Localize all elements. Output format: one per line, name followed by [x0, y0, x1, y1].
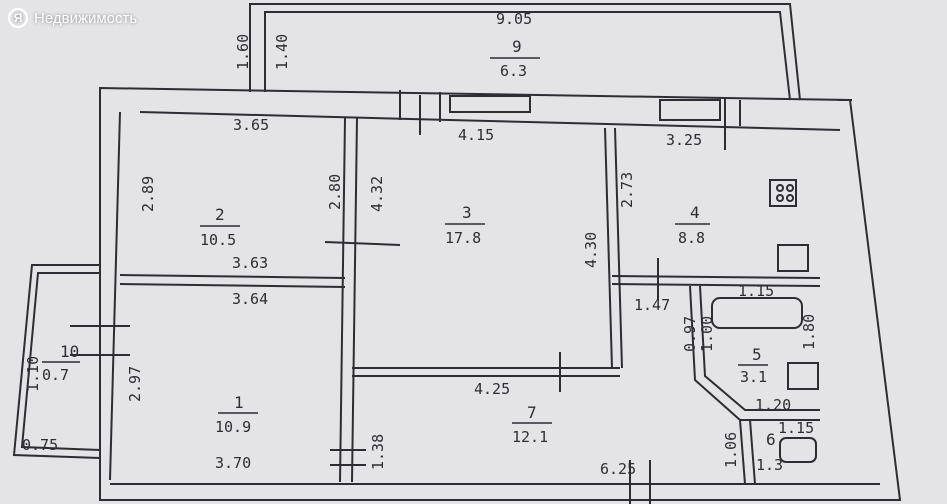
dim-bath-left-b: 1.00 — [698, 316, 716, 352]
room-id-7: 7 — [527, 403, 537, 422]
watermark-text: Недвижимость — [34, 9, 138, 27]
dim-loggia-height: 1.10 — [24, 356, 42, 392]
dim-r3-top: 4.15 — [458, 126, 494, 144]
dim-r1-top: 3.64 — [232, 290, 268, 308]
dim-hall: 1.47 — [634, 296, 670, 314]
room-id-10: 10 — [60, 342, 79, 361]
dim-r2-height: 2.89 — [139, 176, 157, 212]
dim-r7-top: 4.25 — [474, 380, 510, 398]
dim-wc-top: 1.15 — [778, 419, 814, 437]
loggia-outline — [12, 264, 101, 459]
dim-r1-bottom: 3.70 — [215, 454, 251, 472]
room-area-7: 12.1 — [512, 428, 548, 446]
dim-r1-left: 2.97 — [126, 366, 144, 402]
dim-r4-left: 2.73 — [618, 172, 636, 208]
dim-balcony-w1: 1.60 — [234, 34, 252, 70]
room-area-5: 3.1 — [740, 368, 767, 386]
room-area-9: 6.3 — [500, 62, 527, 80]
watermark: Я Недвижимость — [8, 8, 137, 28]
dim-r2-right: 2.80 — [326, 174, 344, 210]
dim-balcony-length: 9.05 — [496, 10, 532, 28]
room-area-2: 10.5 — [200, 231, 236, 249]
room-id-9: 9 — [512, 37, 522, 56]
dim-bath-right: 1.80 — [800, 314, 818, 350]
room-area-4: 8.8 — [678, 229, 705, 247]
balcony-inner — [264, 11, 791, 101]
dim-loggia-width: 0.75 — [22, 436, 58, 454]
dim-balcony-w2: 1.40 — [273, 34, 291, 70]
room-area-3: 17.8 — [445, 229, 481, 247]
room-labels: 9 6.3 2 10.5 3 17.8 4 8.8 5 3.1 1 10.9 7… — [42, 37, 783, 474]
dim-r7-left: 1.38 — [369, 434, 387, 470]
room-area-10: 0.7 — [42, 366, 69, 384]
dim-r3-left: 4.32 — [368, 176, 386, 212]
room-area-1: 10.9 — [215, 418, 251, 436]
dim-r2-top: 3.65 — [233, 116, 269, 134]
room-id-3: 3 — [462, 203, 472, 222]
dim-r2-bottom: 3.63 — [232, 254, 268, 272]
room-id-4: 4 — [690, 203, 700, 222]
dim-bath-bottom: 1.20 — [755, 396, 791, 414]
room-id-6: 6 — [766, 430, 776, 449]
dim-r3-right: 4.30 — [582, 232, 600, 268]
dim-r4-top: 3.25 — [666, 131, 702, 149]
dimension-labels: 9.05 1.60 1.40 3.65 2.89 3.63 2.80 4.15 … — [22, 10, 818, 478]
dim-bath-top: 1.15 — [738, 282, 774, 300]
dim-wc-left: 1.06 — [722, 432, 740, 468]
balcony-outline — [249, 3, 801, 101]
outer-wall — [99, 86, 902, 501]
dim-bath-left-a: 0.97 — [681, 316, 699, 352]
room-id-1: 1 — [234, 393, 244, 412]
dim-r7-bottom: 6.25 — [600, 460, 636, 478]
room-id-5: 5 — [752, 345, 762, 364]
inner-wall-line — [139, 111, 841, 131]
room-id-2: 2 — [215, 205, 225, 224]
yandex-logo-icon: Я — [8, 8, 28, 28]
room-area-6: 1.3 — [756, 456, 783, 474]
